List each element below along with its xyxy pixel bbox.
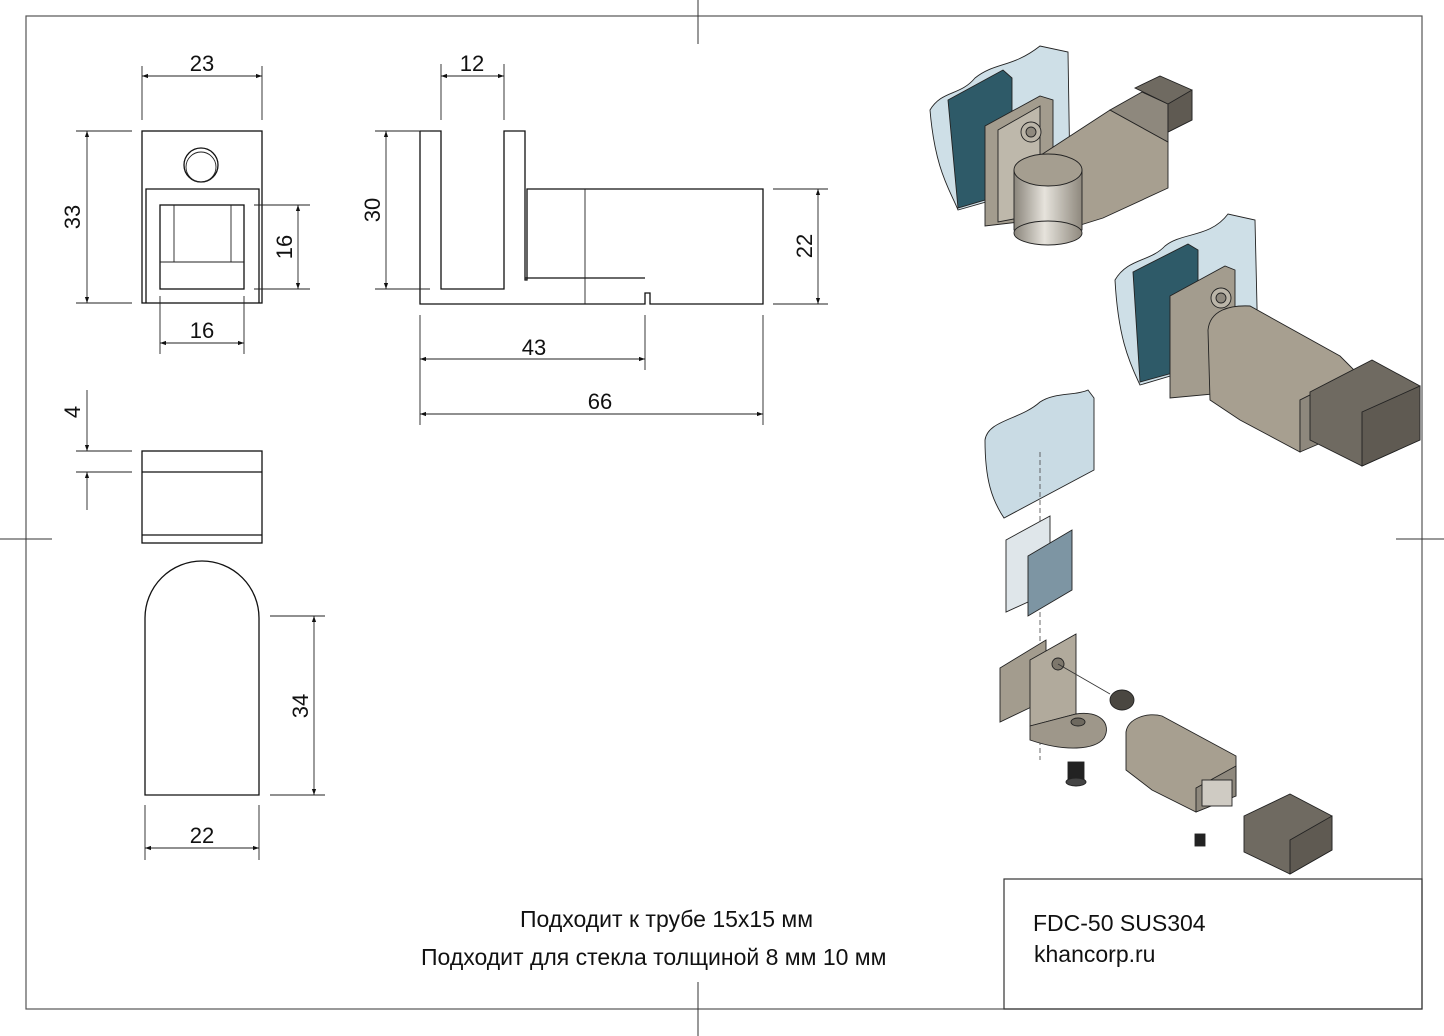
- dim-front-width: 23: [190, 51, 214, 76]
- top-view: 4 34 22: [60, 390, 325, 860]
- model-label: FDC-50 SUS304: [1033, 910, 1206, 936]
- dim-side-length-total: 66: [588, 389, 612, 414]
- front-view: 23 33 16 16: [60, 51, 310, 354]
- iso-assembled-view-1: [929, 45, 1193, 246]
- title-block: [1003, 878, 1423, 1010]
- iso-assembled-view-2: [1114, 213, 1421, 467]
- dim-side-body-height: 22: [792, 234, 817, 258]
- dim-side-length-partial: 43: [522, 335, 546, 360]
- dim-front-height: 33: [60, 205, 85, 229]
- dim-top-width: 22: [190, 823, 214, 848]
- iso-exploded-view: [984, 389, 1333, 875]
- dim-front-inner-width: 16: [190, 318, 214, 343]
- note-tube-size: Подходит к трубе 15x15 мм: [520, 906, 814, 932]
- dim-front-inner-height: 16: [272, 235, 297, 259]
- side-view: 12 30 22 43 66: [360, 51, 828, 425]
- dim-side-height: 30: [360, 198, 385, 222]
- dim-top-band: 4: [60, 406, 85, 418]
- website-link[interactable]: khancorp.ru: [1034, 941, 1156, 967]
- note-glass-thickness: Подходит для стекла толщиной 8 мм 10 мм: [421, 944, 887, 970]
- dim-side-slot: 12: [460, 51, 484, 76]
- dim-top-length: 34: [288, 694, 313, 718]
